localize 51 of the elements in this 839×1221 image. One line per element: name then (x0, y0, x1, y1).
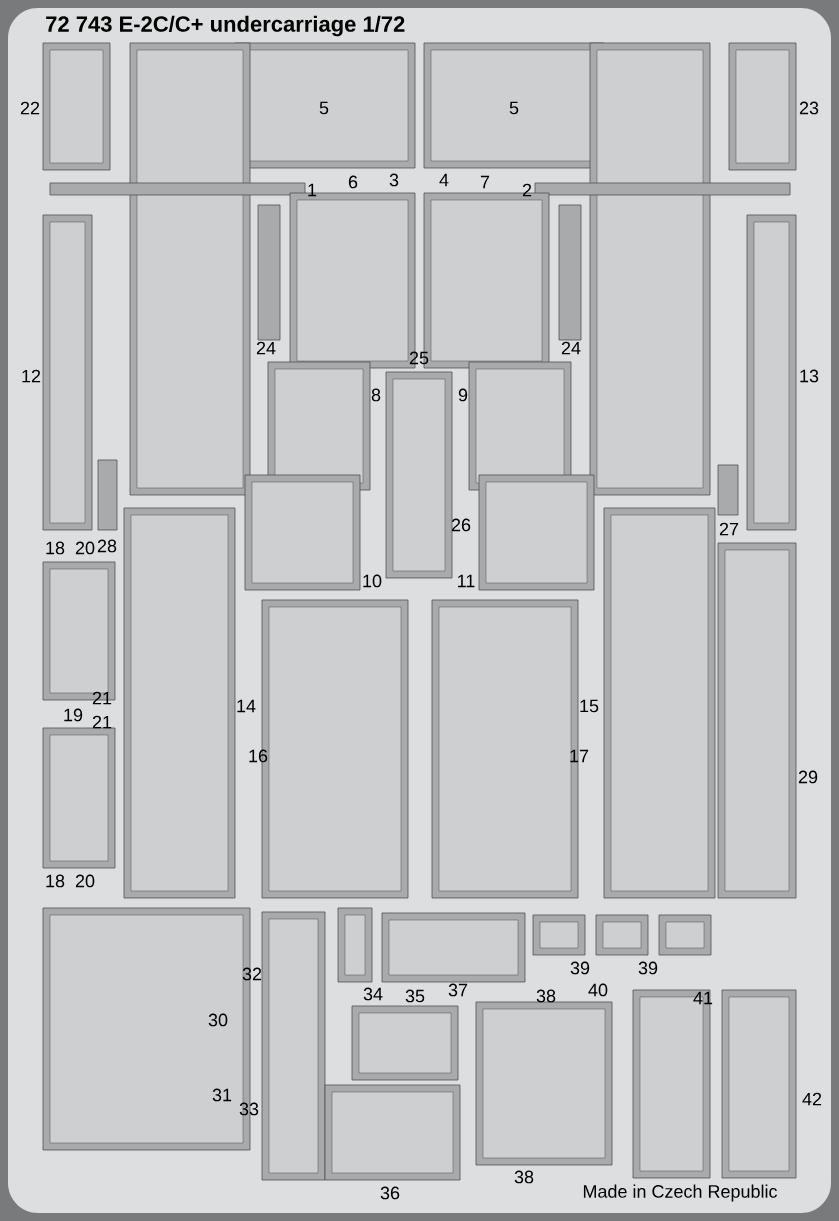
part-number: 15 (580, 699, 599, 713)
part-number: 16 (249, 749, 268, 763)
part-number: 19 (64, 708, 83, 722)
part-number: 31 (212, 1088, 232, 1102)
part-number: 5 (509, 101, 519, 115)
part-number: 38 (514, 1170, 534, 1184)
part-number: 7 (480, 175, 490, 189)
part-number: 39 (570, 961, 590, 975)
part-number: 36 (380, 1186, 400, 1200)
part-number: 41 (693, 991, 713, 1005)
part-number: 26 (451, 518, 471, 532)
part-number: 18 (46, 541, 65, 555)
part-number: 24 (256, 341, 276, 355)
part-number: 30 (208, 1013, 228, 1027)
part-number: 29 (798, 770, 818, 784)
part-number: 3 (389, 173, 399, 187)
part-number: 11 (458, 574, 475, 588)
part-number: 2 (522, 183, 532, 197)
part-number: 1 (308, 183, 317, 197)
part-number: 17 (570, 749, 589, 763)
part-number: 21 (92, 715, 112, 729)
part-number: 35 (405, 989, 425, 1003)
part-number: 20 (75, 541, 95, 555)
part-number: 40 (588, 983, 608, 997)
part-number: 23 (799, 101, 819, 115)
part-number: 25 (409, 351, 429, 365)
part-number: 8 (371, 388, 381, 402)
part-number: 38 (536, 989, 556, 1003)
part-number: 18 (46, 874, 65, 888)
part-number: 42 (802, 1092, 822, 1106)
part-number: 21 (92, 691, 112, 705)
part-number: 24 (561, 341, 581, 355)
part-number: 27 (719, 522, 739, 536)
part-number: 5 (319, 101, 329, 115)
part-number: 37 (448, 983, 468, 997)
part-number: 34 (363, 987, 383, 1001)
part-number: 4 (439, 173, 449, 187)
part-number: 9 (458, 388, 468, 402)
title: 72 743 E-2C/C+ undercarriage 1/72 (46, 15, 405, 37)
origin-note: Made in Czech Republic (583, 1184, 778, 1202)
part-number: 22 (20, 101, 40, 115)
part-number: 14 (237, 699, 256, 713)
part-number: 28 (97, 539, 117, 553)
part-number: 6 (348, 175, 358, 189)
part-number: 20 (75, 874, 95, 888)
part-number: 10 (363, 574, 382, 588)
part-number: 12 (22, 369, 41, 383)
part-number: 32 (242, 967, 262, 981)
part-number: 33 (239, 1102, 259, 1116)
part-number: 13 (800, 369, 819, 383)
part-number: 39 (638, 961, 658, 975)
